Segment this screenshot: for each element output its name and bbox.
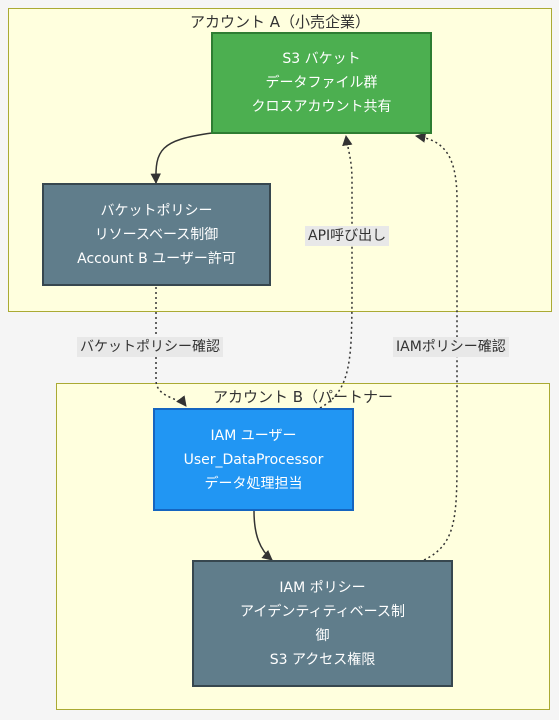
s3-bucket-node[interactable]: S3 バケット データファイル群 クロスアカウント共有 [211, 32, 432, 134]
iam-user-line-2: User_DataProcessor [183, 451, 324, 468]
iam-user-line-1: IAM ユーザー [210, 427, 297, 444]
iam-user-line-3: データ処理担当 [204, 475, 303, 492]
s3-bucket-line-1: S3 バケット [282, 51, 361, 67]
iam-policy-line-3: 御 [315, 627, 330, 644]
s3-bucket-line-2: データファイル群 [265, 75, 378, 91]
s3-bucket-line-3: クロスアカウント共有 [251, 99, 392, 115]
iam-policy-line-4: S3 アクセス権限 [269, 651, 376, 668]
edge-s3-to-bucket-policy [150, 132, 213, 185]
account-a-title: アカウント A（小売企業） [189, 13, 371, 31]
iam-policy-node[interactable]: IAM ポリシー アイデンティティベース制 御 S3 アクセス権限 [192, 560, 453, 687]
bucket-policy-line-2: リソースベース制御 [94, 226, 219, 243]
iam-policy-line-2: アイデンティティベース制 [240, 603, 405, 620]
edge-label-iam-policy-check: IAMポリシー確認 [393, 337, 509, 357]
iam-policy-line-1: IAM ポリシー [279, 579, 366, 596]
bucket-policy-line-1: バケットポリシー [100, 202, 213, 219]
account-b-title: アカウント B（パートナー [212, 388, 394, 406]
edge-iam-user-to-s3 [319, 134, 353, 409]
edge-label-api-call: API呼び出し [305, 226, 390, 246]
iam-user-node[interactable]: IAM ユーザー User_DataProcessor データ処理担当 [153, 408, 354, 511]
bucket-policy-node[interactable]: バケットポリシー リソースベース制御 Account B ユーザー許可 [42, 183, 271, 286]
edge-label-bucket-policy-check: バケットポリシー確認 [77, 337, 223, 357]
edge-bucket-policy-to-iam-user [155, 287, 187, 407]
edge-iam-user-to-iam-policy [253, 510, 273, 561]
bucket-policy-line-3: Account B ユーザー許可 [77, 250, 236, 267]
